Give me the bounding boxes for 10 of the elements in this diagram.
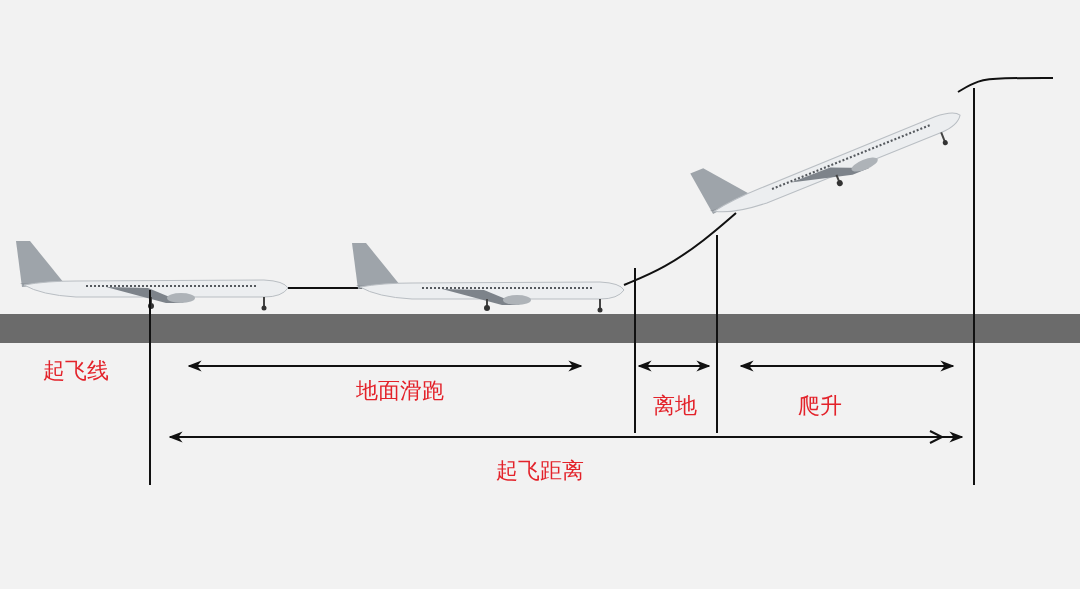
- flight-path: [623, 212, 737, 286]
- distance-label: 离地: [653, 393, 697, 420]
- distance-label: 爬升: [798, 393, 842, 420]
- airplane-drawing: [16, 241, 289, 311]
- distance-label: 起飞距离: [496, 458, 584, 485]
- distance-label: 地面滑跑: [356, 378, 444, 405]
- flight-path: [957, 77, 1054, 93]
- airplane-drawing: [352, 243, 625, 313]
- airplane-drawing: [690, 112, 961, 214]
- line-label: 起飞线: [43, 358, 109, 385]
